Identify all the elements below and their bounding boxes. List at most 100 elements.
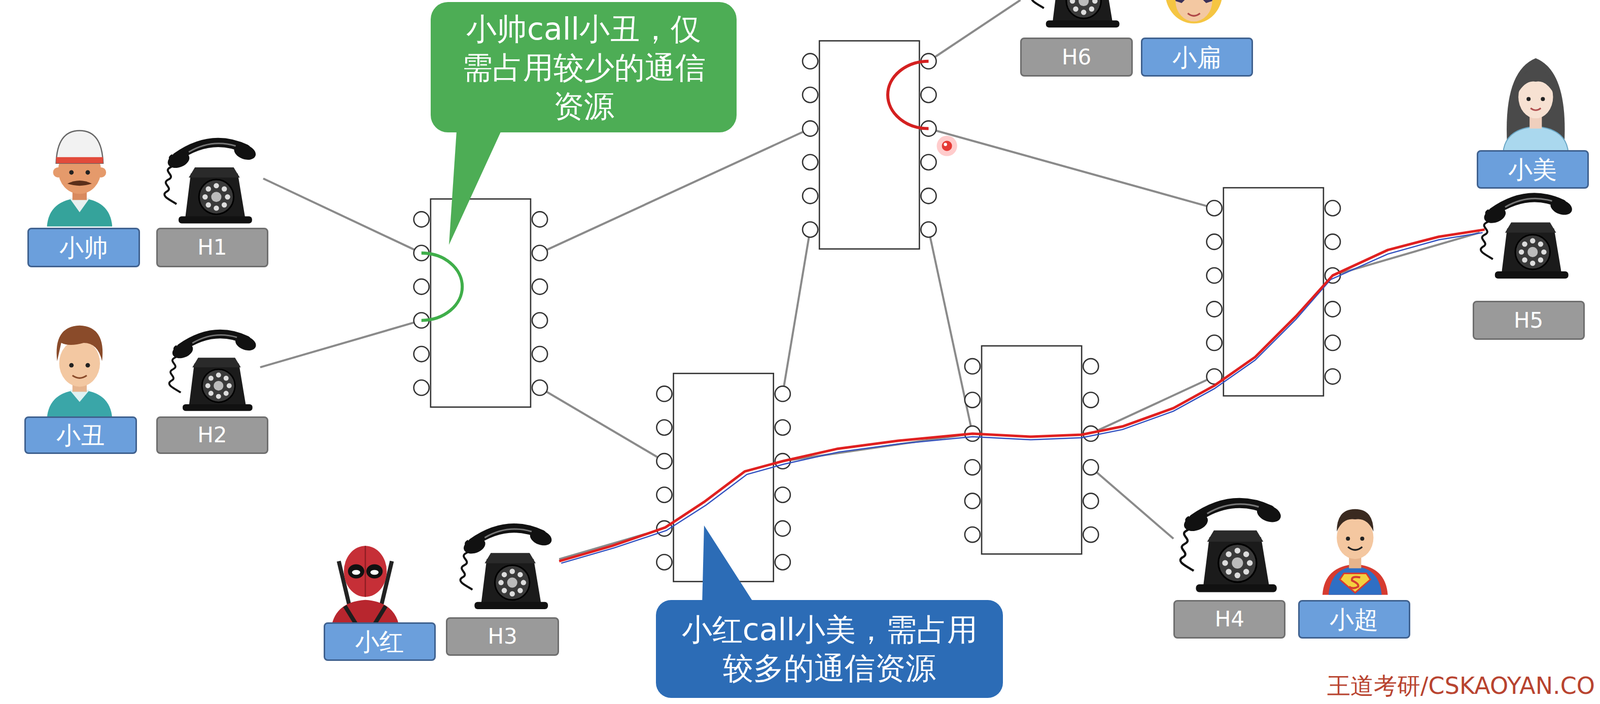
telephone-part [1031, 0, 1126, 28]
person-xiaochao-part [1322, 564, 1388, 595]
person-xiaohong-part [343, 545, 387, 598]
node-text: 小扁 [1172, 42, 1222, 73]
node-text: H1 [197, 233, 227, 262]
callout-tail [448, 122, 506, 245]
node-text: 小美 [1508, 154, 1557, 185]
callout-bubble: 小帅call小丑，仅需占用较少的通信资源 [430, 2, 737, 133]
person-xiaohong-part [370, 570, 379, 576]
person-xiaochao-part [1336, 509, 1374, 532]
person-xiaochou-part [56, 325, 103, 362]
watermark: 王道考研/CSKAOYAN.CO [1327, 672, 1595, 701]
wire-part [539, 387, 665, 462]
host-tag: H5 [1472, 300, 1585, 340]
callout-bubble: 小红call小美，需占用较多的通信资源 [655, 600, 1003, 699]
person-xiaohong-part [352, 570, 361, 576]
person-xiaobian-part [1175, 0, 1212, 4]
green-connection-arc [421, 253, 463, 321]
node-text: H5 [1513, 306, 1544, 335]
person-xiaohong-part [364, 545, 366, 598]
person-xiaomei-part [1530, 108, 1541, 111]
person-xiaochou-part [72, 375, 87, 378]
node-text: 小超 [1329, 604, 1379, 635]
telephone-part [169, 333, 259, 412]
person-name-tag: 小超 [1298, 600, 1411, 639]
person-xiaoshuai-part [47, 197, 113, 227]
node-text: 小红 [355, 626, 404, 657]
telephone-part [460, 527, 554, 610]
telephone-part [1480, 196, 1575, 280]
node-text: H3 [487, 622, 517, 651]
pointer-dot [936, 135, 958, 157]
wire-part [1090, 467, 1174, 539]
wire-part [539, 128, 811, 253]
telephone-part [1180, 502, 1284, 593]
switch-part [413, 198, 548, 407]
person-xiaoshuai [47, 130, 113, 227]
person-xiaoshuai-part [69, 197, 90, 213]
person-xiaochao-part [1328, 566, 1382, 595]
person-xiaochao [1322, 509, 1388, 596]
person-xiaochou-part [59, 339, 100, 388]
callout-tail [702, 525, 758, 609]
node-text: 小帅 [59, 232, 109, 263]
wire-part [928, 0, 1021, 62]
wire-part [782, 229, 811, 395]
telephone-part [164, 141, 258, 224]
person-xiaochao-part [1339, 573, 1371, 593]
wire-part [928, 128, 1214, 208]
host-tag: H1 [156, 227, 269, 268]
person-xiaobian-part [1165, 0, 1223, 24]
host-tag: H4 [1173, 600, 1286, 639]
person-xiaochao-part [1347, 546, 1363, 550]
switch-part [802, 40, 937, 249]
host-tag: H6 [1020, 37, 1133, 77]
person-xiaochao-part [1360, 536, 1365, 541]
node-text: 小丑 [56, 420, 106, 451]
switch-part [656, 373, 791, 582]
person-xiaohong [330, 545, 401, 633]
person-xiaomei-part [1517, 69, 1554, 94]
red-path [559, 229, 1485, 562]
wire-part [1090, 376, 1214, 434]
person-xiaoshuai-part [68, 170, 74, 176]
person-xiaoshuai-part [56, 130, 104, 164]
blue-path [561, 232, 1483, 564]
node-text: H4 [1214, 605, 1245, 634]
person-name-tag: 小扁 [1140, 37, 1254, 77]
node-text: H6 [1061, 43, 1092, 72]
person-xiaochou-part [85, 363, 91, 368]
node-text: 小帅call小丑，仅需占用较少的通信资源 [455, 9, 712, 126]
switch-part [964, 345, 1099, 554]
person-name-tag: 小帅 [27, 227, 140, 268]
person-xiaohong-part [366, 564, 383, 579]
pointer-dot-part [936, 135, 958, 157]
person-xiaochou-part [68, 363, 74, 368]
person-xiaochou [47, 325, 113, 419]
wire [260, 0, 1480, 560]
person-xiaochao-part [1348, 576, 1361, 588]
red-connection-arc [887, 61, 929, 129]
person-xiaobian-part [1175, 0, 1212, 22]
person-xiaoshuai-part [67, 180, 92, 186]
wire-part [260, 320, 422, 368]
host-tag: H2 [156, 416, 269, 455]
person-xiaohong-part [348, 564, 365, 579]
wire-part [263, 178, 422, 254]
person-xiaochao-part [1345, 536, 1350, 541]
person-name-tag: 小美 [1476, 150, 1589, 189]
person-xiaoshuai-part [85, 170, 91, 176]
person-xiaomei [1503, 58, 1569, 154]
person-xiaomei-part [1540, 96, 1545, 101]
person-xiaoshuai-part [56, 157, 104, 164]
pointer-dot-part [943, 142, 947, 146]
person-xiaomei-part [1526, 96, 1531, 101]
person-xiaomei-part [1503, 126, 1569, 153]
person-name-tag: 小红 [323, 622, 436, 662]
person-name-tag: 小丑 [24, 416, 137, 455]
node-text: H2 [197, 421, 227, 449]
person-xiaobian [1165, 0, 1223, 24]
host-tag: H3 [445, 617, 560, 656]
person-xiaochou-part [47, 389, 113, 419]
